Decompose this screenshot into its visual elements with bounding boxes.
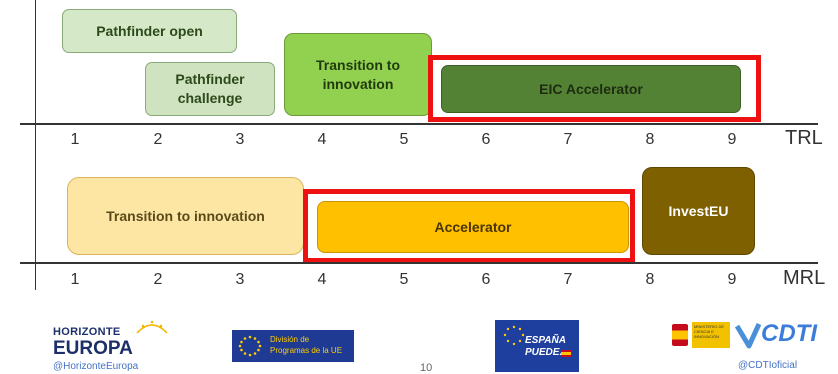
trl-pathfinder-open-label: Pathfinder open	[96, 22, 203, 39]
trl-tick-labels: 1 2 3 4 5 6 7 8 9	[0, 131, 838, 151]
puede-text: PUEDE.	[525, 347, 563, 358]
trl-axis-label: TRL	[785, 127, 823, 149]
trl-pathfinder-open-box: Pathfinder open	[62, 9, 237, 53]
mrl-tick-3: 3	[235, 271, 245, 288]
mrl-tick-9: 9	[727, 271, 737, 288]
vertical-axis	[35, 0, 36, 290]
horizonte-text: HORIZONTE	[53, 326, 121, 338]
cdti-text: CDTI	[761, 320, 817, 347]
trl-axis-line	[20, 123, 818, 125]
ministerio-text: MINISTERIO DE CIENCIA E INNOVACIÓN	[694, 324, 725, 339]
trl-eic-highlight-frame	[428, 55, 761, 122]
eu-division-logo: División de Programas de la UE	[232, 330, 354, 362]
mrl-tick-8: 8	[645, 271, 655, 288]
trl-tick-1: 1	[70, 131, 80, 148]
cdti-arrow-icon	[735, 322, 761, 349]
mrl-axis-line	[20, 262, 818, 264]
europa-text: EUROPA	[53, 338, 133, 359]
trl-tick-5: 5	[399, 131, 409, 148]
cdti-handle: @CDTIoficial	[738, 360, 798, 371]
mrl-tick-5: 5	[399, 271, 409, 288]
stars-arc-icon	[136, 320, 168, 334]
eu-division-line1: División de	[270, 335, 310, 344]
trl-tick-2: 2	[153, 131, 163, 148]
mrl-investeu-box: InvestEU	[642, 167, 755, 255]
trl-eic-accelerator-box: EIC Accelerator	[441, 65, 741, 113]
trl-transition-label: Transition to innovation	[316, 56, 400, 92]
mrl-accelerator-label: Accelerator	[434, 218, 512, 235]
mrl-transition-box: Transition to innovation	[67, 177, 304, 255]
ministerio-banner	[692, 322, 730, 348]
trl-transition-box: Transition to innovation	[284, 33, 432, 116]
mrl-tick-6: 6	[481, 271, 491, 288]
spain-flag-icon	[561, 350, 571, 357]
trl-tick-4: 4	[317, 131, 327, 148]
mrl-tick-2: 2	[153, 271, 163, 288]
espana-puede-logo: ESPAÑA PUEDE.	[495, 320, 579, 372]
mrl-tick-labels: 1 2 3 4 5 6 7 8 9	[0, 271, 838, 291]
trl-tick-9: 9	[727, 131, 737, 148]
eu-division-line2: Programas de la UE	[270, 346, 343, 355]
mrl-accelerator-box: Accelerator	[317, 201, 629, 253]
page-number: 10	[420, 362, 433, 374]
horizonte-handle: @HorizonteEuropa	[53, 361, 139, 372]
trl-pathfinder-challenge-box: Pathfinder challenge	[145, 62, 275, 116]
trl-pathfinder-challenge-label: Pathfinder challenge	[175, 71, 245, 106]
mrl-tick-4: 4	[317, 271, 327, 288]
mrl-axis-label: MRL	[783, 267, 826, 289]
horizonte-europa-logo: HORIZONTE EUROPA @HorizonteEuropa	[53, 319, 183, 374]
eu-stars-icon	[503, 325, 525, 346]
ministerio-logo: MINISTERIO DE CIENCIA E INNOVACIÓN	[672, 320, 732, 350]
mrl-tick-7: 7	[563, 271, 573, 288]
trl-tick-8: 8	[645, 131, 655, 148]
trl-tick-3: 3	[235, 131, 245, 148]
trl-tick-6: 6	[481, 131, 491, 148]
eu-flag-icon	[238, 335, 262, 357]
trl-eic-accelerator-label: EIC Accelerator	[539, 80, 643, 97]
mrl-transition-label: Transition to innovation	[106, 207, 265, 224]
trl-tick-7: 7	[563, 131, 573, 148]
espana-text: ESPAÑA	[525, 335, 566, 346]
mrl-accelerator-highlight-frame	[303, 189, 635, 263]
spain-coat-of-arms-icon	[672, 324, 688, 346]
mrl-tick-1: 1	[70, 271, 80, 288]
mrl-investeu-label: InvestEU	[668, 202, 729, 219]
